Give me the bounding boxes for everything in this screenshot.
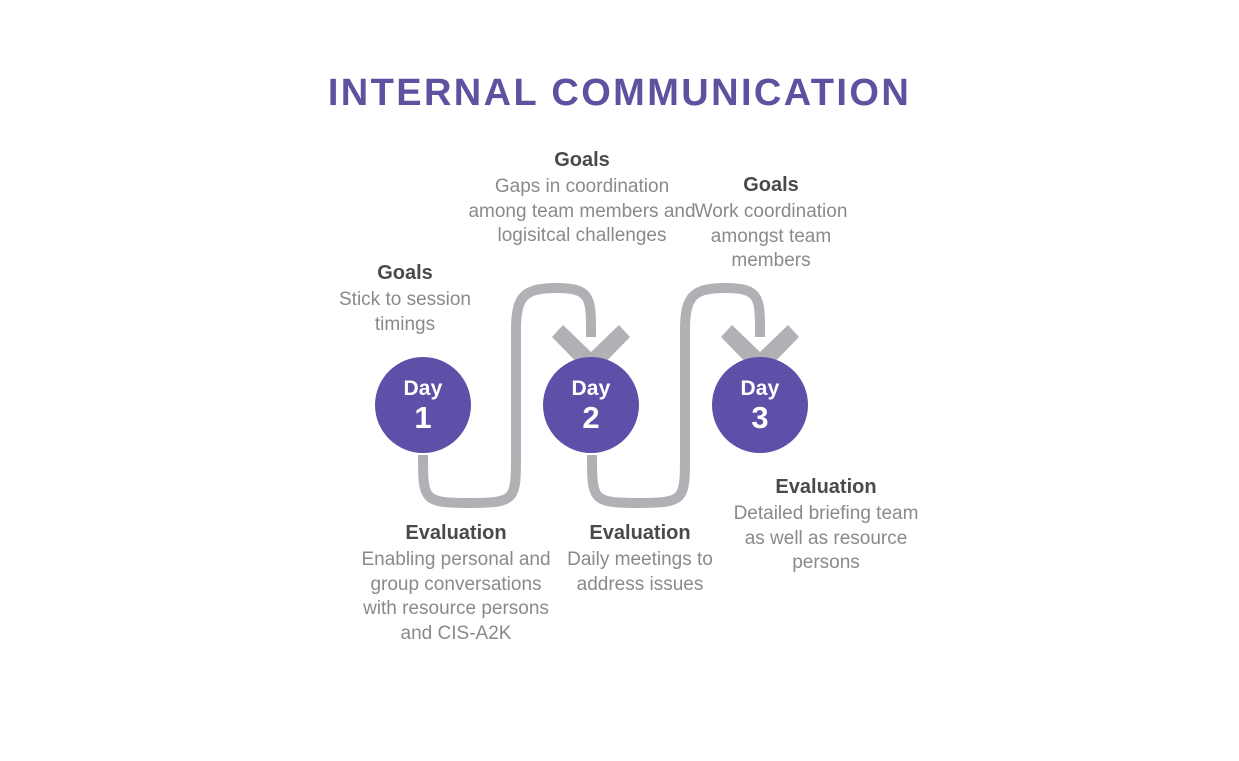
- evaluation-heading-day-3: Evaluation: [775, 476, 877, 498]
- evaluation-block-day-1: Evaluation Enabling personal and group c…: [358, 521, 554, 647]
- goals-text-day-3: Work coordination amongst team members: [694, 201, 848, 272]
- goals-heading-day-3: Goals: [743, 174, 799, 196]
- evaluation-heading-day-2: Evaluation: [589, 522, 691, 544]
- day-node-2[interactable]: Day 2: [543, 357, 639, 453]
- evaluation-block-day-3: Evaluation Detailed briefing team as wel…: [733, 475, 919, 576]
- day-node-1[interactable]: Day 1: [375, 357, 471, 453]
- evaluation-text-day-2: Daily meetings to address issues: [567, 549, 713, 595]
- day-node-1-number: 1: [414, 399, 432, 435]
- day-node-2-word: Day: [571, 376, 611, 400]
- goals-text-day-2: Gaps in coordination among team members …: [468, 176, 696, 247]
- page-title: INTERNAL COMMUNICATION: [327, 72, 912, 114]
- goals-block-day-2: Goals Gaps in coordination among team me…: [467, 148, 697, 249]
- evaluation-text-day-3: Detailed briefing team as well as resour…: [733, 503, 919, 574]
- day-node-3-word: Day: [740, 376, 780, 400]
- goals-block-day-3: Goals Work coordination amongst team mem…: [678, 173, 864, 274]
- evaluation-heading-day-1: Evaluation: [405, 522, 507, 544]
- goals-block-day-1: Goals Stick to session timings: [312, 261, 498, 337]
- day-node-1-word: Day: [403, 376, 443, 400]
- evaluation-block-day-2: Evaluation Daily meetings to address iss…: [548, 521, 732, 597]
- goals-heading-day-2: Goals: [554, 149, 610, 171]
- goals-text-day-1: Stick to session timings: [339, 289, 471, 335]
- evaluation-text-day-1: Enabling personal and group conversation…: [361, 549, 551, 645]
- goals-heading-day-1: Goals: [377, 262, 433, 284]
- day-node-3[interactable]: Day 3: [712, 357, 808, 453]
- day-node-2-number: 2: [582, 399, 600, 435]
- day-node-3-number: 3: [751, 399, 769, 435]
